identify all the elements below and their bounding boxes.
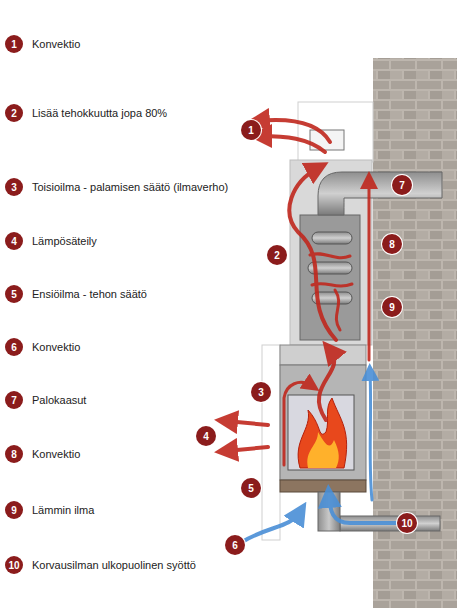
callout-number: 3 xyxy=(258,387,264,398)
legend-item: 6 Konvektio xyxy=(5,337,255,357)
legend-item: 7 Palokaasut xyxy=(5,390,255,410)
callout-circle: 1 xyxy=(241,120,261,140)
callout-circle: 9 xyxy=(382,297,402,317)
callout-number: 7 xyxy=(5,391,23,409)
callout-number: 5 xyxy=(248,483,254,494)
callout-circle: 4 xyxy=(196,426,216,446)
callout-number: 8 xyxy=(5,445,23,463)
legend-item: 9 Lämmin ilma xyxy=(5,500,255,520)
callout-circle: 5 xyxy=(241,478,261,498)
callout-number: 6 xyxy=(5,338,23,356)
legend-item: 10 Korvausilman ulkopuolinen syöttö xyxy=(5,555,255,575)
legend-item: 5 Ensiöilma - tehon säätö xyxy=(5,284,255,304)
legend-item: 1 Konvektio xyxy=(5,34,255,54)
callout-number: 5 xyxy=(5,285,23,303)
callout-description: Konvektio xyxy=(32,448,80,460)
callout-number: 10 xyxy=(5,556,23,574)
callout-number: 8 xyxy=(389,239,395,250)
callout-circle: 7 xyxy=(392,175,412,195)
callout-number: 4 xyxy=(203,431,209,442)
callout-description: Lisää tehokkuutta jopa 80% xyxy=(32,107,167,119)
callout-description: Toisioilma - palamisen säätö (ilmaverho) xyxy=(32,181,228,193)
callout-circle: 3 xyxy=(251,382,271,402)
callout-number: 4 xyxy=(5,232,23,250)
callout-number: 6 xyxy=(232,540,238,551)
callout-description: Lämmin ilma xyxy=(32,504,94,516)
callout-circle: 8 xyxy=(382,234,402,254)
legend-item: 8 Konvektio xyxy=(5,444,255,464)
callout-number: 2 xyxy=(274,250,280,261)
legend-item: 3 Toisioilma - palamisen säätö (ilmaverho… xyxy=(5,177,255,197)
legend-item: 2 Lisää tehokkuutta jopa 80% xyxy=(5,103,255,123)
legend-item: 4 Lämpösäteily xyxy=(5,231,255,251)
callout-description: Ensiöilma - tehon säätö xyxy=(32,288,147,300)
callout-description: Palokaasut xyxy=(32,394,86,406)
callout-number: 9 xyxy=(389,302,395,313)
callout-number: 10 xyxy=(401,518,412,529)
callout-description: Lämpösäteily xyxy=(32,235,97,247)
callout-circle: 2 xyxy=(267,245,287,265)
callout-number: 7 xyxy=(399,180,405,191)
callout-number: 1 xyxy=(248,125,254,136)
callout-number: 9 xyxy=(5,501,23,519)
callout-description: Konvektio xyxy=(32,341,80,353)
callout-circle: 6 xyxy=(225,535,245,555)
callout-number: 1 xyxy=(5,35,23,53)
callout-number: 3 xyxy=(5,178,23,196)
callout-description: Korvausilman ulkopuolinen syöttö xyxy=(32,559,196,571)
callout-number: 2 xyxy=(5,104,23,122)
callout-circle: 10 xyxy=(397,513,417,533)
callout-description: Konvektio xyxy=(32,38,80,50)
